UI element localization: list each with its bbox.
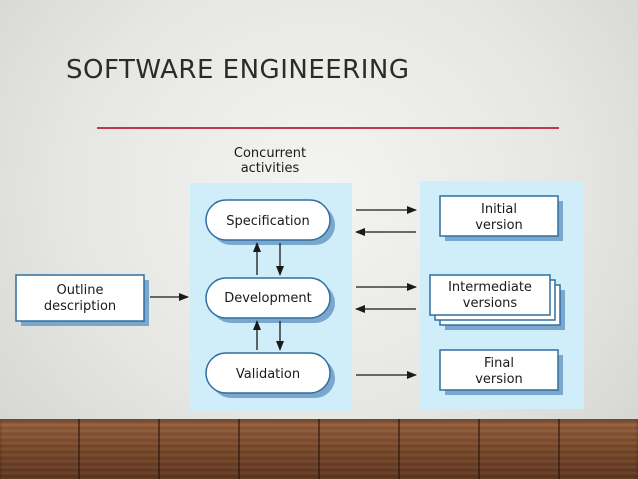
validation-label: Validation [236, 367, 300, 382]
specification-activity [205, 199, 331, 241]
title-underline [97, 127, 559, 129]
intermediate-versions-box [429, 274, 551, 316]
wood-floor [0, 419, 638, 479]
final-version-line1: Final [484, 356, 514, 371]
concurrent-activities-label-2: activities [241, 161, 300, 176]
initial-version-line2: version [475, 218, 523, 233]
outline-description-box [15, 274, 145, 322]
concurrent-activities-label-1: Concurrent [234, 146, 306, 161]
final-version-line2: version [475, 372, 523, 387]
outline-description-line2: description [44, 299, 116, 314]
initial-version-box [439, 195, 559, 237]
outline-description-line1: Outline [56, 283, 103, 298]
slide-title: SOFTWARE ENGINEERING [66, 55, 410, 85]
specification-label: Specification [226, 214, 309, 229]
initial-version-line1: Initial [481, 202, 517, 217]
development-label: Development [224, 291, 312, 306]
intermediate-versions-line1: Intermediate [448, 280, 532, 295]
development-activity [205, 277, 331, 319]
validation-activity [205, 352, 331, 394]
intermediate-versions-line2: versions [463, 296, 518, 311]
final-version-box [439, 349, 559, 391]
